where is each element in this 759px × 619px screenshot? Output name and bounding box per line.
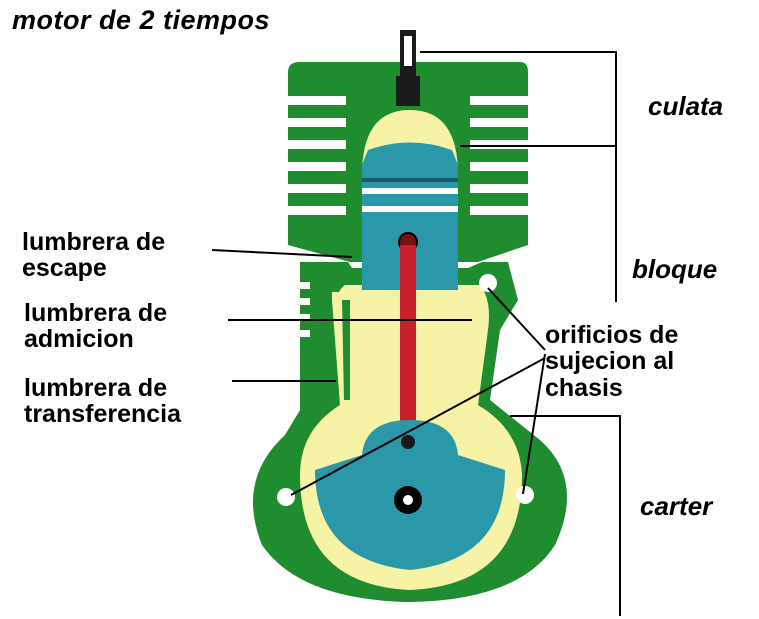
connecting-rod (400, 245, 416, 445)
label-orificios-line3: chasis (545, 373, 623, 402)
piston-ring-2 (362, 206, 458, 212)
crank-pin (401, 435, 415, 449)
label-admicion-line1: lumbrera de (24, 299, 168, 327)
piston-ring-1 (362, 188, 458, 194)
leader-lines (211, 249, 546, 496)
label-orificios-line1: orificios de (545, 321, 679, 349)
mount-hole-top (479, 274, 497, 292)
leader-orificios-top (487, 287, 546, 351)
label-escape-line2: escape (22, 254, 107, 283)
mount-hole-left (277, 488, 295, 506)
bracket-carter (510, 415, 621, 616)
section-brackets (420, 51, 621, 616)
label-escape-line1: lumbrera de (22, 228, 166, 256)
label-orificios-line2: sujecion al (545, 347, 675, 376)
label-transferencia-line2: transferencia (24, 400, 182, 429)
bracket-main (420, 51, 617, 302)
label-orificios-sujecion: orificios de sujecion al chasis (545, 322, 678, 401)
label-transferencia-line1: lumbrera de (24, 374, 168, 402)
label-carter: carter (640, 491, 713, 521)
label-lumbrera-transferencia: lumbrera de transferencia (24, 375, 181, 428)
diagram-title: motor de 2 tiempos (12, 5, 271, 35)
piston-top-band (362, 178, 458, 182)
leader-orificios-left (290, 357, 546, 496)
label-admicion-line2: admicion (24, 325, 134, 354)
label-lumbrera-admicion: lumbrera de admicion (24, 300, 167, 353)
mount-hole-right (516, 486, 534, 504)
spark-plug (396, 30, 420, 106)
label-bloque: bloque (632, 254, 718, 284)
leader-escape (211, 249, 353, 258)
crankshaft-center-inner (403, 495, 413, 505)
leader-orificios-right (522, 353, 546, 495)
mounting-holes (277, 274, 534, 506)
cooling-fins (288, 96, 528, 337)
label-lumbrera-escape: lumbrera de escape (22, 229, 165, 282)
label-culata: culata (648, 91, 724, 121)
transfer-passage-wall (342, 300, 350, 400)
